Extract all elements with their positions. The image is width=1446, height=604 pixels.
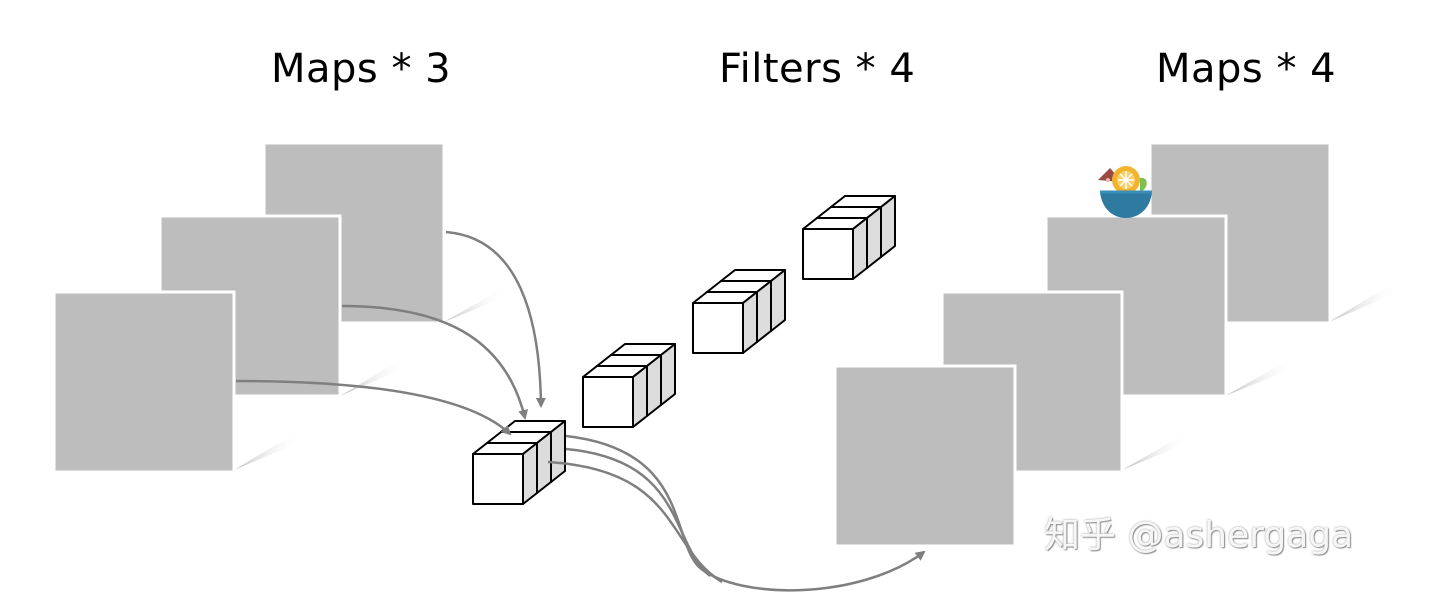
cube-front-face xyxy=(472,453,524,505)
map-shadow xyxy=(234,434,300,470)
arrow-from-map-3 xyxy=(445,230,546,408)
map-shadow xyxy=(444,290,505,322)
arrow-to-output-3 xyxy=(547,460,723,584)
map-shadow xyxy=(1122,434,1190,470)
cube-side-face xyxy=(852,217,868,280)
arrow-to-output-1 xyxy=(565,434,701,569)
cube-front-face xyxy=(692,302,744,354)
fruit-bowl-icon xyxy=(1098,166,1152,218)
filter-stack-3 xyxy=(692,269,786,354)
heading-input-maps: Maps * 3 xyxy=(271,46,452,92)
cube-side-face xyxy=(660,343,676,406)
cube-side-face xyxy=(866,206,882,269)
cube-side-face xyxy=(522,442,538,505)
cube-side-face xyxy=(880,195,896,258)
filter-cube xyxy=(582,365,648,428)
filter-cube xyxy=(472,442,538,505)
arrows xyxy=(235,230,926,592)
watermark: 知乎 @ashergaga xyxy=(1044,515,1354,556)
heading-filters: Filters * 4 xyxy=(719,46,916,92)
output-map-1 xyxy=(833,364,1017,548)
filter-stack-4 xyxy=(802,195,896,280)
map-shadow xyxy=(1225,360,1294,396)
cube-side-face xyxy=(632,365,648,428)
map-shadow xyxy=(1329,284,1398,322)
cube-side-face xyxy=(770,269,786,332)
arrow-from-map-1 xyxy=(235,379,512,436)
filters xyxy=(472,195,896,505)
input-map-3 xyxy=(262,141,505,325)
cube-front-face xyxy=(582,376,634,428)
heading-output-maps: Maps * 4 xyxy=(1156,46,1337,92)
filter-stack-1 xyxy=(472,420,566,505)
filter-cube xyxy=(692,291,758,354)
output-maps xyxy=(833,141,1398,548)
cube-side-face xyxy=(550,420,566,483)
arrow-from-map-2 xyxy=(341,304,528,420)
cube-side-face xyxy=(646,354,662,417)
cube-side-face xyxy=(756,280,772,343)
cube-front-face xyxy=(802,228,854,280)
input-maps xyxy=(52,141,505,474)
filter-cube xyxy=(802,217,868,280)
arrow-merge xyxy=(699,550,926,592)
input-map-1 xyxy=(52,290,300,474)
cube-side-face xyxy=(742,291,758,354)
filter-stack-2 xyxy=(582,343,676,428)
